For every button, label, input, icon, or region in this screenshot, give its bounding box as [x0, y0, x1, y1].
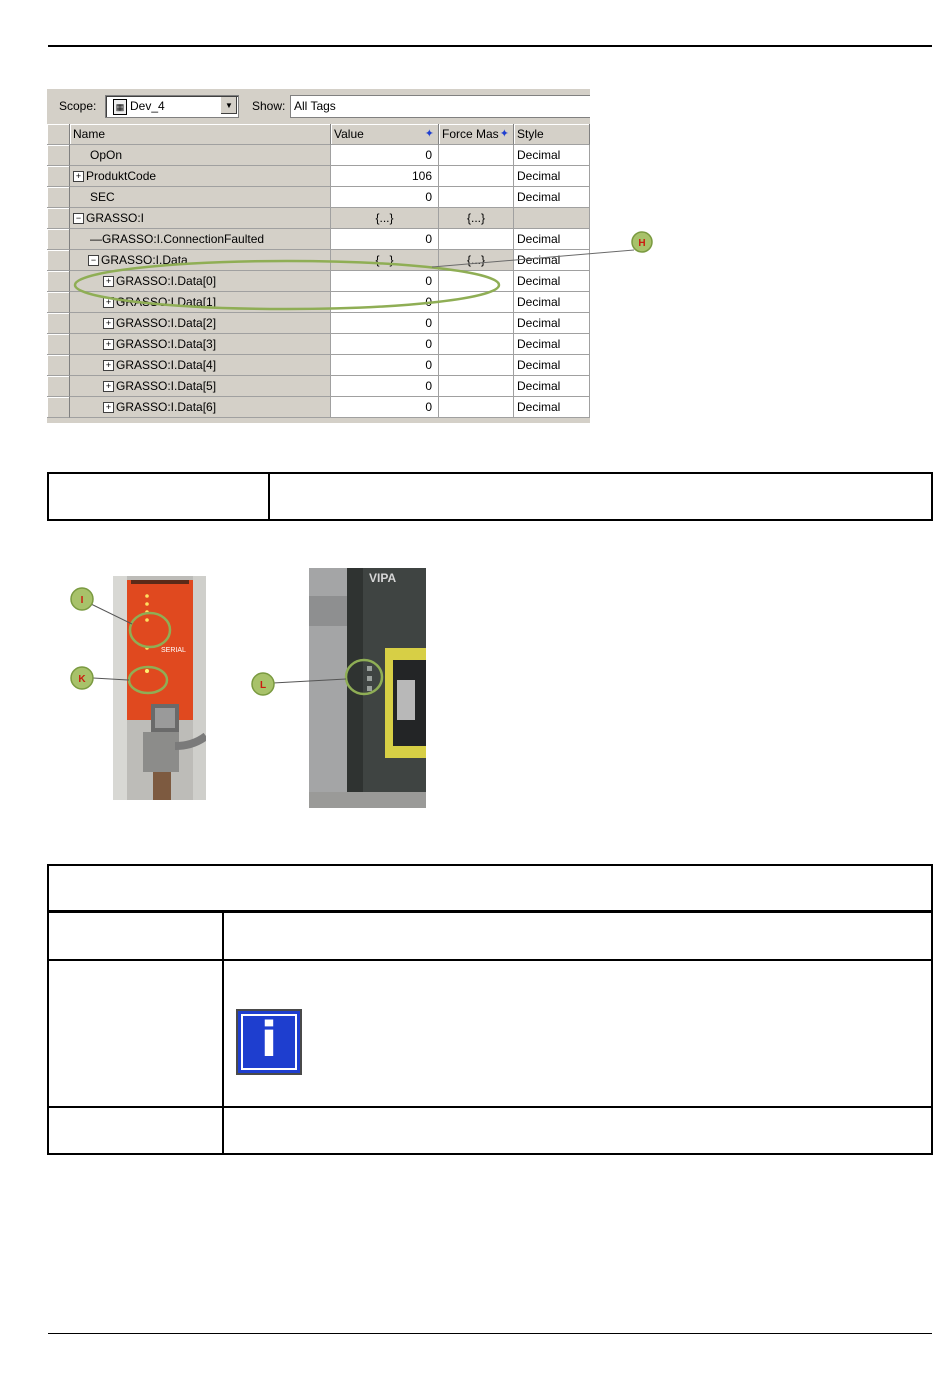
table-row[interactable]: +GRASSO:I.Data[0] 0 Decimal [47, 271, 590, 292]
highlight-ellipse-k [127, 665, 169, 695]
table-row[interactable]: +GRASSO:I.Data[2] 0 Decimal [47, 313, 590, 334]
table-row[interactable]: +GRASSO:I.Data[3] 0 Decimal [47, 334, 590, 355]
gateway-device-photo: SERIAL [113, 576, 206, 800]
plc-photo: VIPA [309, 568, 426, 808]
expand-icon[interactable]: + [103, 360, 114, 372]
expand-icon[interactable]: + [103, 402, 114, 414]
header-rule [48, 45, 932, 47]
highlight-ellipse [73, 259, 501, 311]
scope-select[interactable]: ▦ Dev_4 ▼ [105, 95, 239, 118]
table-row[interactable]: +GRASSO:I.Data[5] 0 Decimal [47, 376, 590, 397]
plc-brand-label: VIPA [369, 571, 396, 585]
tag-grid-header: Name Value✦ Force Mas✦ Style [47, 124, 590, 145]
expand-icon[interactable]: + [103, 318, 114, 330]
table-row[interactable]: +GRASSO:I.Data[6] 0 Decimal [47, 397, 590, 418]
expand-icon[interactable]: + [103, 276, 114, 288]
status-table [47, 864, 933, 1155]
sort-arrow-icon[interactable]: ✦ [499, 128, 509, 140]
scope-label: Scope: [59, 99, 97, 113]
caption-table [47, 472, 933, 521]
highlight-ellipse-l [344, 658, 384, 696]
callout-marker-h [631, 231, 653, 253]
column-header-force-mask[interactable]: Force Mas✦ [439, 124, 514, 145]
callout-leader-line [431, 249, 635, 268]
callout-leader-line-l [272, 678, 347, 684]
callout-marker-i [70, 587, 94, 611]
callout-h-overlay: H [73, 231, 653, 311]
table-row[interactable]: +ProduktCode 106 Decimal [47, 166, 590, 187]
callout-letter-h: H [638, 238, 645, 249]
info-icon: i [236, 1009, 302, 1075]
row-selector-header[interactable] [47, 124, 70, 145]
callout-marker-k [70, 666, 94, 690]
column-header-style[interactable]: Style [514, 124, 590, 145]
expand-icon[interactable]: + [103, 339, 114, 351]
table-row[interactable]: −GRASSO:I {...} {...} [47, 208, 590, 229]
chevron-down-icon[interactable]: ▼ [220, 97, 237, 114]
table-row[interactable]: +GRASSO:I.Data[4] 0 Decimal [47, 355, 590, 376]
expand-icon[interactable]: + [73, 171, 84, 183]
callout-letter-l: L [260, 680, 266, 691]
scope-value: Dev_4 [130, 99, 165, 113]
callout-leader-line-k [92, 677, 130, 681]
show-value: All Tags [294, 99, 336, 113]
status-table-row-rule-1 [47, 959, 933, 961]
sort-arrow-icon[interactable]: ✦ [424, 128, 434, 140]
show-label: Show: [252, 99, 286, 113]
info-glyph: i [260, 1012, 278, 1068]
status-table-header-rule [47, 910, 933, 913]
callout-letter-k: K [78, 674, 86, 685]
footer-rule [48, 1333, 932, 1334]
caption-table-divider [268, 472, 270, 521]
callout-leader-line-i [90, 603, 133, 625]
plc-image: VIPA [309, 568, 426, 808]
callout-photo-overlay: I K L [70, 587, 384, 696]
controller-icon: ▦ [113, 99, 127, 115]
expand-icon[interactable]: + [103, 381, 114, 393]
column-header-value[interactable]: Value✦ [331, 124, 439, 145]
callout-letter-i: I [81, 595, 84, 606]
table-row[interactable]: —GRASSO:I.ConnectionFaulted 0 Decimal [47, 229, 590, 250]
table-row[interactable]: OpOn 0 Decimal [47, 145, 590, 166]
highlight-ellipse-i [128, 611, 172, 649]
collapse-icon[interactable]: − [88, 255, 99, 267]
show-filter-select[interactable]: All Tags [290, 95, 590, 118]
gateway-device-image: SERIAL [113, 576, 206, 800]
table-row[interactable]: SEC 0 Decimal [47, 187, 590, 208]
gateway-serial-label: SERIAL [161, 647, 186, 654]
column-header-name[interactable]: Name [70, 124, 331, 145]
callout-marker-l [251, 672, 275, 696]
tag-editor-toolbar: Scope: ▦ Dev_4 ▼ Show: All Tags [47, 88, 590, 123]
collapse-icon[interactable]: − [73, 213, 84, 225]
tag-editor-screenshot: Scope: ▦ Dev_4 ▼ Show: All Tags Name Val… [47, 88, 590, 423]
status-table-divider [222, 912, 224, 1155]
status-table-row-rule-2 [47, 1106, 933, 1108]
